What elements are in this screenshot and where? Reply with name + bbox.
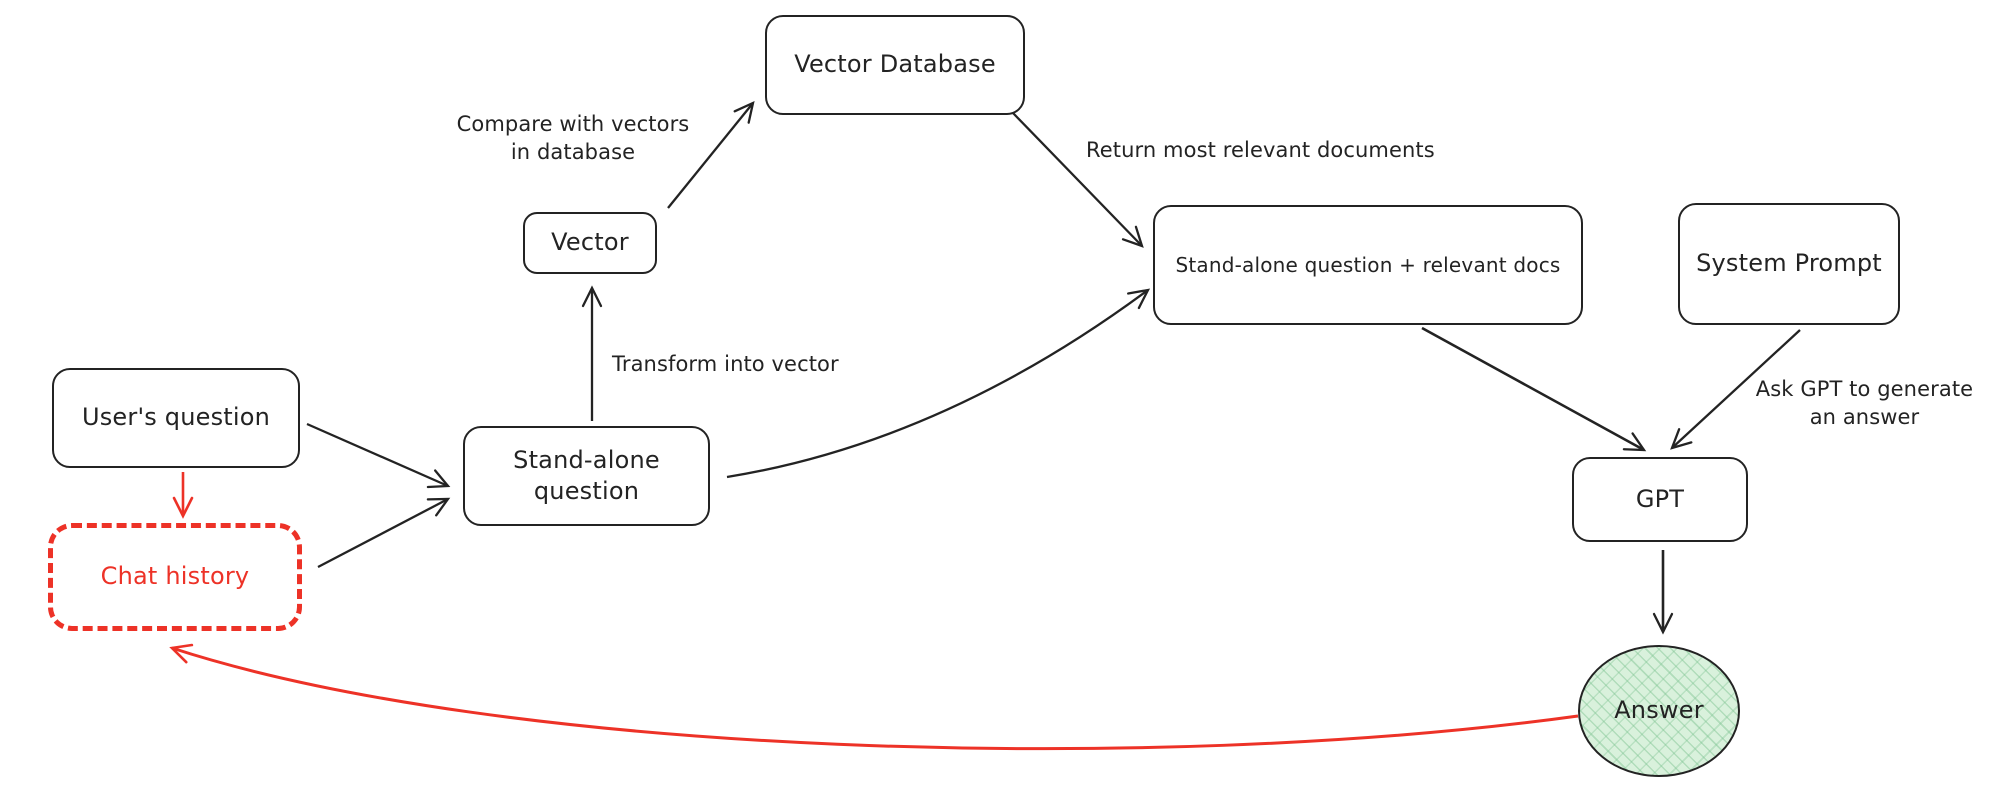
node-question-plus-docs-label: Stand-alone question + relevant docs [1175, 253, 1561, 277]
node-gpt-label: GPT [1635, 484, 1685, 513]
node-stand-alone-question: Stand-alone question [463, 426, 710, 526]
annotation-return-most-relevant-documents: Return most relevant documents [1086, 138, 1435, 162]
node-vector-database: Vector Database [765, 15, 1025, 115]
edge-chat-history-to-stand-alone [317, 497, 451, 569]
edge-users-question-to-stand-alone [306, 422, 451, 489]
annotation-compare-with-vectors: Compare with vectors in database [456, 112, 690, 165]
node-answer-label: Answer [1614, 696, 1704, 725]
annotation-transform-into-vector: Transform into vector [612, 352, 839, 376]
edge-answer-to-chat-history [169, 643, 1579, 751]
node-vector-database-label: Vector Database [794, 50, 996, 79]
node-users-question-label: User's question [81, 403, 271, 432]
node-vector-label: Vector [551, 228, 629, 257]
edge-vector-database-to-question-plus-docs [1012, 112, 1144, 248]
node-chat-history: Chat history [48, 523, 302, 631]
node-stand-alone-question-label: Stand-alone question [513, 445, 660, 505]
node-chat-history-label: Chat history [100, 562, 250, 591]
node-system-prompt: System Prompt [1678, 203, 1900, 325]
node-gpt: GPT [1572, 457, 1748, 542]
node-vector: Vector [523, 212, 657, 274]
node-system-prompt-label: System Prompt [1696, 249, 1882, 278]
edge-stand-alone-to-question-plus-docs [726, 288, 1151, 479]
node-question-plus-docs: Stand-alone question + relevant docs [1153, 205, 1583, 325]
annotation-ask-gpt-to-generate: Ask GPT to generate an answer [1755, 377, 1974, 430]
edge-question-plus-docs-to-gpt [1421, 326, 1647, 452]
node-users-question: User's question [52, 368, 300, 468]
node-answer: Answer [1578, 645, 1740, 777]
